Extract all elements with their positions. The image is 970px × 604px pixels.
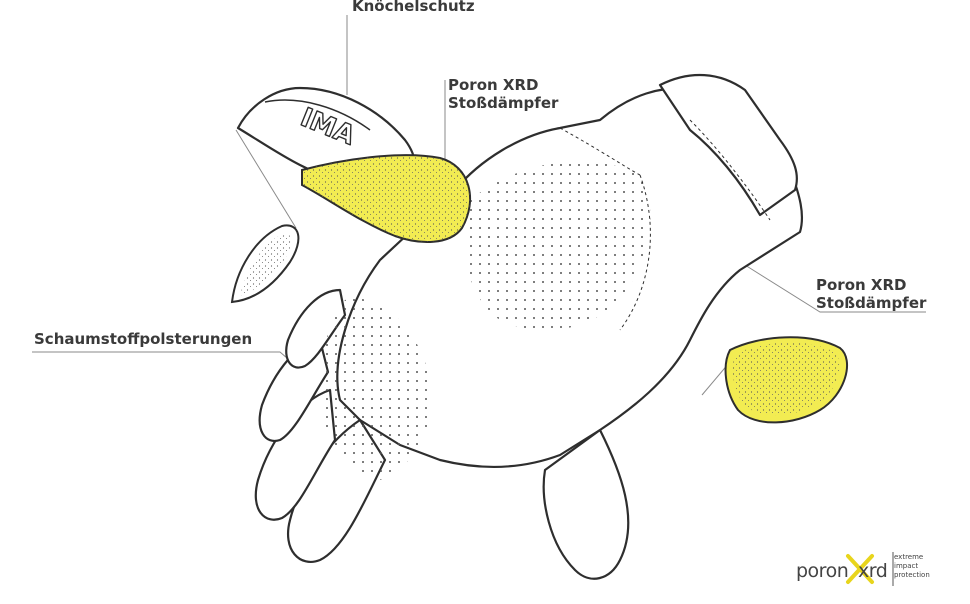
label-poron-top-line1: Poron XRD — [448, 76, 539, 94]
poron-pad-right-speckle — [732, 342, 840, 416]
leader-foam — [32, 351, 296, 366]
label-knuckle-protection: Knöchelschutz — [352, 0, 475, 15]
glove-cuff — [658, 73, 798, 217]
poron-pad-knuckle-speckle — [302, 155, 471, 242]
label-poron-right-line1: Poron XRD — [816, 276, 907, 294]
glove-thumb — [542, 428, 630, 580]
perforations — [320, 161, 651, 480]
foam-pad-speckle — [240, 233, 292, 296]
knuckle-logo-swoosh — [264, 99, 371, 131]
leader-foam-pad — [235, 129, 297, 229]
logo-word-poron: poron — [796, 560, 849, 582]
logo-x-mark — [846, 554, 874, 584]
label-poron-right: Poron XRD Stoßdämpfer — [816, 276, 926, 312]
seams — [559, 119, 771, 331]
logo-tagline: extreme impact protection — [894, 553, 930, 579]
perf-back — [464, 161, 651, 331]
label-poron-top: Poron XRD Stoßdämpfer — [448, 76, 558, 112]
leader-poron-right — [744, 264, 926, 313]
label-poron-top-line2: Stoßdämpfer — [448, 94, 559, 112]
logo-word-xrd: xrd — [858, 560, 888, 582]
poron-xrd-logo: poron xrd extreme impact protection — [796, 546, 936, 590]
label-poron-right-line2: Stoßdämpfer — [816, 294, 927, 312]
perf-fingers — [320, 298, 432, 480]
label-foam-padding: Schaumstoffpolsterungen — [34, 330, 253, 348]
